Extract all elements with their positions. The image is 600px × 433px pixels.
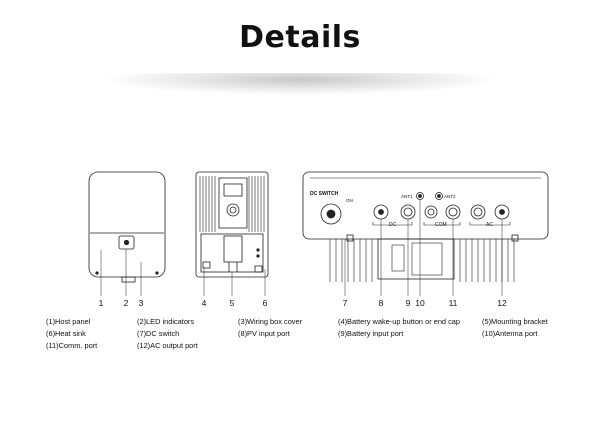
leader-lines — [100, 200, 503, 296]
bracket-hole — [226, 203, 240, 217]
legend-heat-sink: (6)Heat sink — [46, 329, 86, 338]
callout-3: 3 — [138, 298, 144, 308]
label-dc-switch: DC SWITCH — [310, 191, 339, 197]
mounting-bracket — [218, 177, 248, 229]
callout-7: 7 — [342, 298, 348, 308]
label-ac: AC — [486, 222, 493, 228]
led-dot — [123, 239, 130, 246]
antenna-port-2 — [435, 192, 443, 200]
callout-2: 2 — [123, 298, 129, 308]
callout-12: 12 — [497, 298, 507, 308]
legend-battery-wake-up: (4)Battery wake-up button or end cap — [338, 317, 461, 326]
front-view — [88, 171, 166, 283]
legend-ac-output-port: (12)AC output port — [137, 341, 198, 350]
callout-4: 4 — [201, 298, 207, 308]
comm-port — [445, 204, 461, 220]
led-indicator — [118, 235, 135, 250]
label-com: COM — [435, 222, 447, 228]
title-underline-shadow — [100, 73, 500, 95]
front-screw-right — [155, 271, 159, 275]
antenna-port-center — [424, 205, 438, 219]
callout-11: 11 — [448, 298, 458, 308]
bracket-slot — [223, 183, 243, 197]
bracket-hole-inner — [229, 206, 237, 214]
legend-comm-port: (11)Comm. port — [46, 341, 98, 350]
right-end-cap — [254, 265, 263, 273]
dc-switch-knob — [326, 209, 336, 219]
callout-1: 1 — [98, 298, 104, 308]
label-ant2: ANT2 — [444, 194, 456, 199]
legend-host-panel: (1)Host panel — [46, 317, 91, 326]
dc-switch — [320, 203, 342, 225]
page-title: Details — [239, 20, 361, 55]
wiring-box-terminal — [223, 235, 243, 263]
label-on: ON — [346, 198, 353, 203]
antenna-port-1 — [416, 192, 424, 200]
bottom-heat-sink — [329, 239, 515, 282]
legend-battery-input: (9)Battery input port — [338, 329, 404, 338]
callout-8: 8 — [378, 298, 384, 308]
label-dc: DC — [389, 222, 397, 228]
callout-10: 10 — [415, 298, 425, 308]
bottom-view — [302, 171, 549, 282]
legend-wiring-box-cover: (3)Wiring box cover — [238, 317, 303, 326]
legend-mounting-bracket: (5)Mounting bracket — [482, 317, 548, 326]
label-ant1: ANT1 — [401, 194, 413, 199]
legend-dc-switch: (7)DC switch — [137, 329, 180, 338]
front-bottom-tab — [121, 276, 136, 283]
back-view — [195, 171, 269, 278]
front-screw-left — [95, 271, 99, 275]
heat-sink-fins — [199, 176, 265, 232]
back-view-outline — [195, 171, 269, 278]
callout-9: 9 — [405, 298, 411, 308]
host-panel-outline — [88, 171, 166, 278]
legend-antenna-port: (10)Antenna port — [482, 329, 538, 338]
callout-6: 6 — [262, 298, 268, 308]
callout-5: 5 — [229, 298, 235, 308]
wiring-block — [377, 238, 455, 280]
legend-pv-input-port: (8)PV input port — [238, 329, 290, 338]
battery-input-port — [400, 204, 416, 220]
legend-led-indicators: (2)LED indicators — [137, 317, 195, 326]
ac-port-1 — [470, 204, 486, 220]
wake-button — [202, 261, 211, 269]
bottom-view-outline — [302, 171, 549, 240]
